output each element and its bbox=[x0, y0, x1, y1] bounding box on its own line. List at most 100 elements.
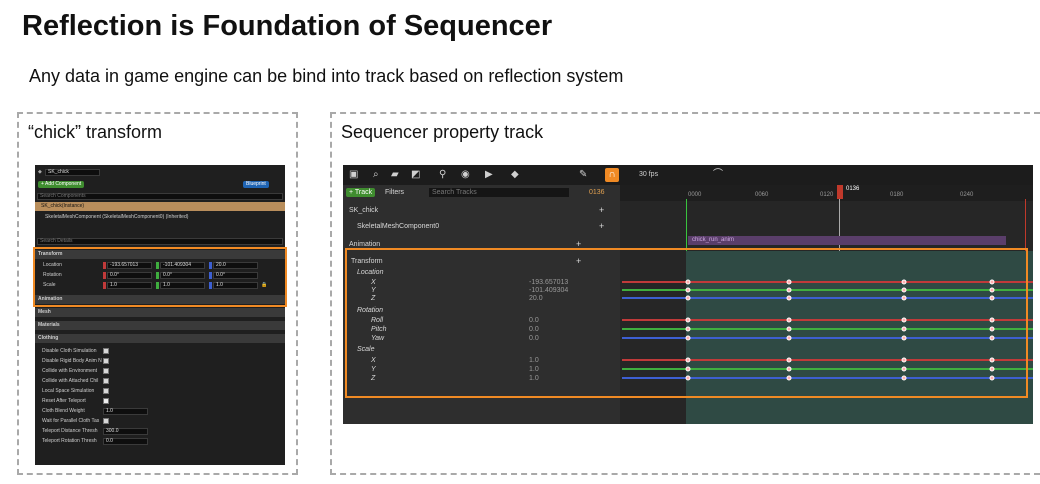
scale-y-field[interactable]: 1.0 bbox=[160, 282, 205, 289]
rotation-y-field[interactable]: 0.0° bbox=[160, 272, 205, 279]
keyframe-dot[interactable] bbox=[786, 295, 792, 301]
clothing-checkbox[interactable] bbox=[103, 418, 109, 424]
eye-icon[interactable]: ◉ bbox=[461, 169, 470, 180]
teleport-distance-field[interactable]: 300.0 bbox=[103, 428, 148, 435]
add-icon[interactable]: + bbox=[576, 239, 582, 249]
channel-value[interactable]: 0.0 bbox=[529, 326, 539, 333]
add-track-button[interactable]: + Track bbox=[346, 188, 376, 197]
keyframe-dot[interactable] bbox=[901, 357, 907, 363]
keyframe-dot[interactable] bbox=[989, 375, 995, 381]
keyframe-dot[interactable] bbox=[786, 335, 792, 341]
mesh-section-header[interactable]: Mesh bbox=[35, 308, 285, 317]
channel-label: Yaw bbox=[371, 335, 385, 342]
lock-icon[interactable]: 🔒 bbox=[261, 282, 268, 288]
keyframe-dot[interactable] bbox=[901, 287, 907, 293]
playhead-handle[interactable] bbox=[837, 185, 843, 199]
keyframe-dot[interactable] bbox=[786, 326, 792, 332]
filters-button[interactable]: Filters bbox=[385, 189, 405, 196]
clothing-checkbox[interactable] bbox=[103, 378, 109, 384]
search-details-input[interactable]: Search Details bbox=[37, 238, 283, 245]
clothing-checkbox[interactable] bbox=[103, 358, 109, 364]
keyframe-dot[interactable] bbox=[685, 287, 691, 293]
diamond-icon[interactable]: ◆ bbox=[511, 169, 519, 180]
blueprint-button[interactable]: Blueprint bbox=[243, 181, 269, 188]
rotation-x-field[interactable]: 0.0° bbox=[107, 272, 152, 279]
location-x-field[interactable]: -193.657013 bbox=[107, 262, 152, 269]
clothing-section-header[interactable]: Clothing bbox=[35, 334, 285, 343]
save-icon[interactable]: ▣ bbox=[349, 169, 359, 180]
channel-value[interactable]: 0.0 bbox=[529, 317, 539, 324]
keyframe-dot[interactable] bbox=[901, 335, 907, 341]
location-z-field[interactable]: 20.0 bbox=[213, 262, 258, 269]
location-y-field[interactable]: -101.409304 bbox=[160, 262, 205, 269]
channel-value[interactable]: -101.409304 bbox=[529, 287, 569, 294]
keyframe-dot[interactable] bbox=[685, 317, 691, 323]
keyframe-dot[interactable] bbox=[786, 366, 792, 372]
transform-section-header[interactable]: Transform bbox=[35, 250, 285, 259]
animation-clip-section[interactable]: chick_run_anim bbox=[688, 236, 1006, 245]
camera-icon[interactable]: ▰ bbox=[391, 169, 399, 180]
scale-z-field[interactable]: 1.0 bbox=[213, 282, 258, 289]
keyframe-dot[interactable] bbox=[685, 375, 691, 381]
search-icon[interactable]: ⌕ bbox=[373, 169, 379, 180]
pencil-icon[interactable]: ✎ bbox=[579, 169, 588, 180]
channel-value[interactable]: -193.657013 bbox=[529, 279, 569, 286]
search-tracks-input[interactable]: Search Tracks bbox=[429, 188, 569, 197]
keyframe-dot[interactable] bbox=[901, 317, 907, 323]
keyframe-dot[interactable] bbox=[989, 357, 995, 363]
clothing-checkbox[interactable] bbox=[103, 348, 109, 354]
search-components-input[interactable]: Search Components bbox=[37, 193, 283, 200]
skeletal-component-item[interactable]: SkeletalMeshComponent (SkeletalMeshCompo… bbox=[35, 213, 285, 222]
keyframe-dot[interactable] bbox=[989, 366, 995, 372]
keyframe-dot[interactable] bbox=[685, 366, 691, 372]
clothing-checkbox[interactable] bbox=[103, 388, 109, 394]
add-component-button[interactable]: + Add Component bbox=[38, 181, 85, 188]
keyframe-dot[interactable] bbox=[989, 279, 995, 285]
teleport-rotation-field[interactable]: 0.0 bbox=[103, 438, 148, 445]
add-icon[interactable]: + bbox=[599, 205, 605, 215]
time-ruler[interactable]: 0000 0060 0120 0180 0240 0136 bbox=[620, 185, 1033, 201]
keyframe-dot[interactable] bbox=[989, 287, 995, 293]
channel-value[interactable]: 20.0 bbox=[529, 295, 543, 302]
fps-selector[interactable]: 30 fps bbox=[639, 171, 659, 178]
keyframe-dot[interactable] bbox=[786, 317, 792, 323]
curve-editor-icon[interactable]: ⌒ bbox=[713, 169, 723, 180]
keyframe-dot[interactable] bbox=[685, 335, 691, 341]
materials-section-header[interactable]: Materials bbox=[35, 321, 285, 330]
scale-x-field[interactable]: 1.0 bbox=[107, 282, 152, 289]
actor-name-field[interactable]: SK_chick bbox=[45, 169, 100, 176]
keyframe-dot[interactable] bbox=[685, 326, 691, 332]
add-icon[interactable]: + bbox=[576, 256, 582, 266]
keyframe-dot[interactable] bbox=[901, 279, 907, 285]
keyframe-dot[interactable] bbox=[989, 317, 995, 323]
channel-value[interactable]: 1.0 bbox=[529, 357, 539, 364]
render-icon[interactable]: ◩ bbox=[411, 169, 421, 180]
channel-value[interactable]: 1.0 bbox=[529, 375, 539, 382]
root-component-item[interactable]: SK_chick(Instance) bbox=[35, 202, 285, 211]
clothing-checkbox-checked[interactable] bbox=[103, 398, 109, 404]
animation-section-header[interactable]: Animation bbox=[35, 295, 285, 304]
keyframe-dot[interactable] bbox=[901, 326, 907, 332]
keyframe-dot[interactable] bbox=[989, 295, 995, 301]
play-icon[interactable]: ▶ bbox=[485, 169, 493, 180]
add-icon[interactable]: + bbox=[599, 221, 605, 231]
rotation-z-field[interactable]: 0.0° bbox=[213, 272, 258, 279]
cloth-blend-weight-field[interactable]: 1.0 bbox=[103, 408, 148, 415]
keyframe-dot[interactable] bbox=[901, 366, 907, 372]
keyframe-dot[interactable] bbox=[901, 295, 907, 301]
keyframe-dot[interactable] bbox=[786, 375, 792, 381]
keyframe-dot[interactable] bbox=[989, 335, 995, 341]
keyframe-dot[interactable] bbox=[685, 279, 691, 285]
key-icon[interactable]: ⚲ bbox=[439, 169, 447, 180]
keyframe-dot[interactable] bbox=[786, 279, 792, 285]
keyframe-dot[interactable] bbox=[989, 326, 995, 332]
keyframe-dot[interactable] bbox=[685, 357, 691, 363]
channel-value[interactable]: 1.0 bbox=[529, 366, 539, 373]
clothing-checkbox[interactable] bbox=[103, 368, 109, 374]
keyframe-dot[interactable] bbox=[786, 287, 792, 293]
keyframe-dot[interactable] bbox=[786, 357, 792, 363]
channel-value[interactable]: 0.0 bbox=[529, 335, 539, 342]
snap-magnet-icon[interactable]: ∩ bbox=[605, 168, 619, 182]
keyframe-dot[interactable] bbox=[901, 375, 907, 381]
keyframe-dot[interactable] bbox=[685, 295, 691, 301]
